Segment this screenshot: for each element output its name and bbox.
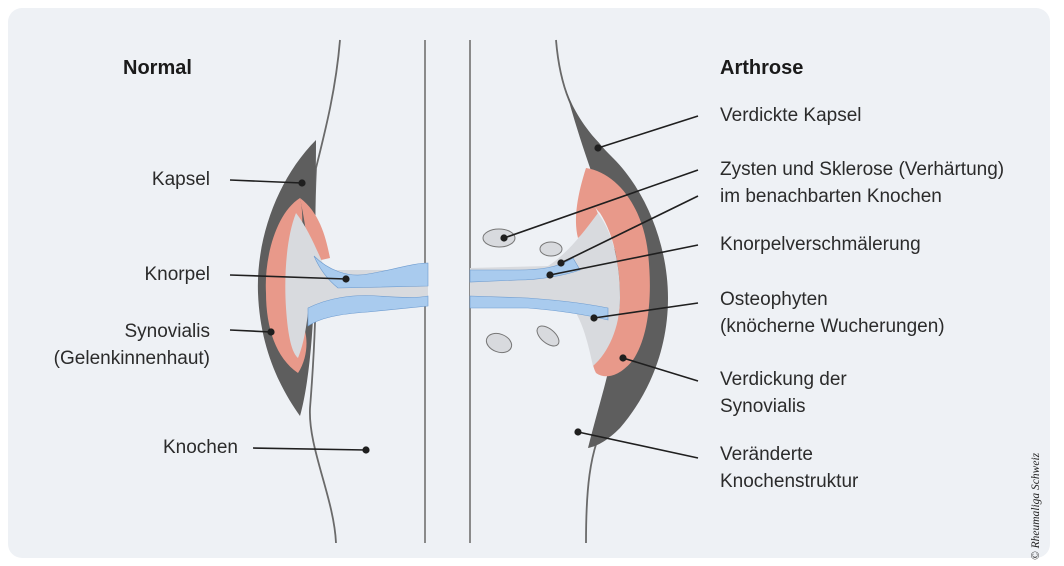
cyst-fragment-3 xyxy=(484,330,515,356)
label-kapsel: Kapsel xyxy=(68,166,210,193)
arthrose-joint xyxy=(470,40,668,543)
credit-watermark: © Rheumaliga Schweiz xyxy=(1030,453,1042,560)
label-knochen: Knochen xyxy=(68,434,238,461)
label-knorpel: Knorpel xyxy=(68,261,210,288)
label-veraenderte-knochenstruktur: Veränderte Knochenstruktur xyxy=(720,441,858,495)
cyst-fragment-4 xyxy=(534,322,563,349)
label-osteophyten: Osteophyten (knöcherne Wucherungen) xyxy=(720,286,945,340)
heading-arthrose: Arthrose xyxy=(720,55,803,82)
label-synovialis: Synovialis (Gelenkinnenhaut) xyxy=(8,318,210,372)
label-verdickte-kapsel: Verdickte Kapsel xyxy=(720,102,862,129)
label-knorpelverschmaelerung: Knorpelverschmälerung xyxy=(720,231,921,258)
label-verdickung-synovialis: Verdickung der Synovialis xyxy=(720,366,847,420)
heading-normal: Normal xyxy=(123,55,192,82)
leader-verdickte-kapsel xyxy=(598,116,698,148)
cyst-fragment-2 xyxy=(540,242,562,256)
normal-joint xyxy=(258,40,428,543)
leader-knochen xyxy=(253,448,366,450)
cyst-fragment-1 xyxy=(483,229,515,247)
label-zysten-sklerose: Zysten und Sklerose (Verhärtung) im bena… xyxy=(720,156,1004,210)
diagram-panel: Normal Arthrose Kapsel Knorpel Synoviali… xyxy=(8,8,1050,558)
